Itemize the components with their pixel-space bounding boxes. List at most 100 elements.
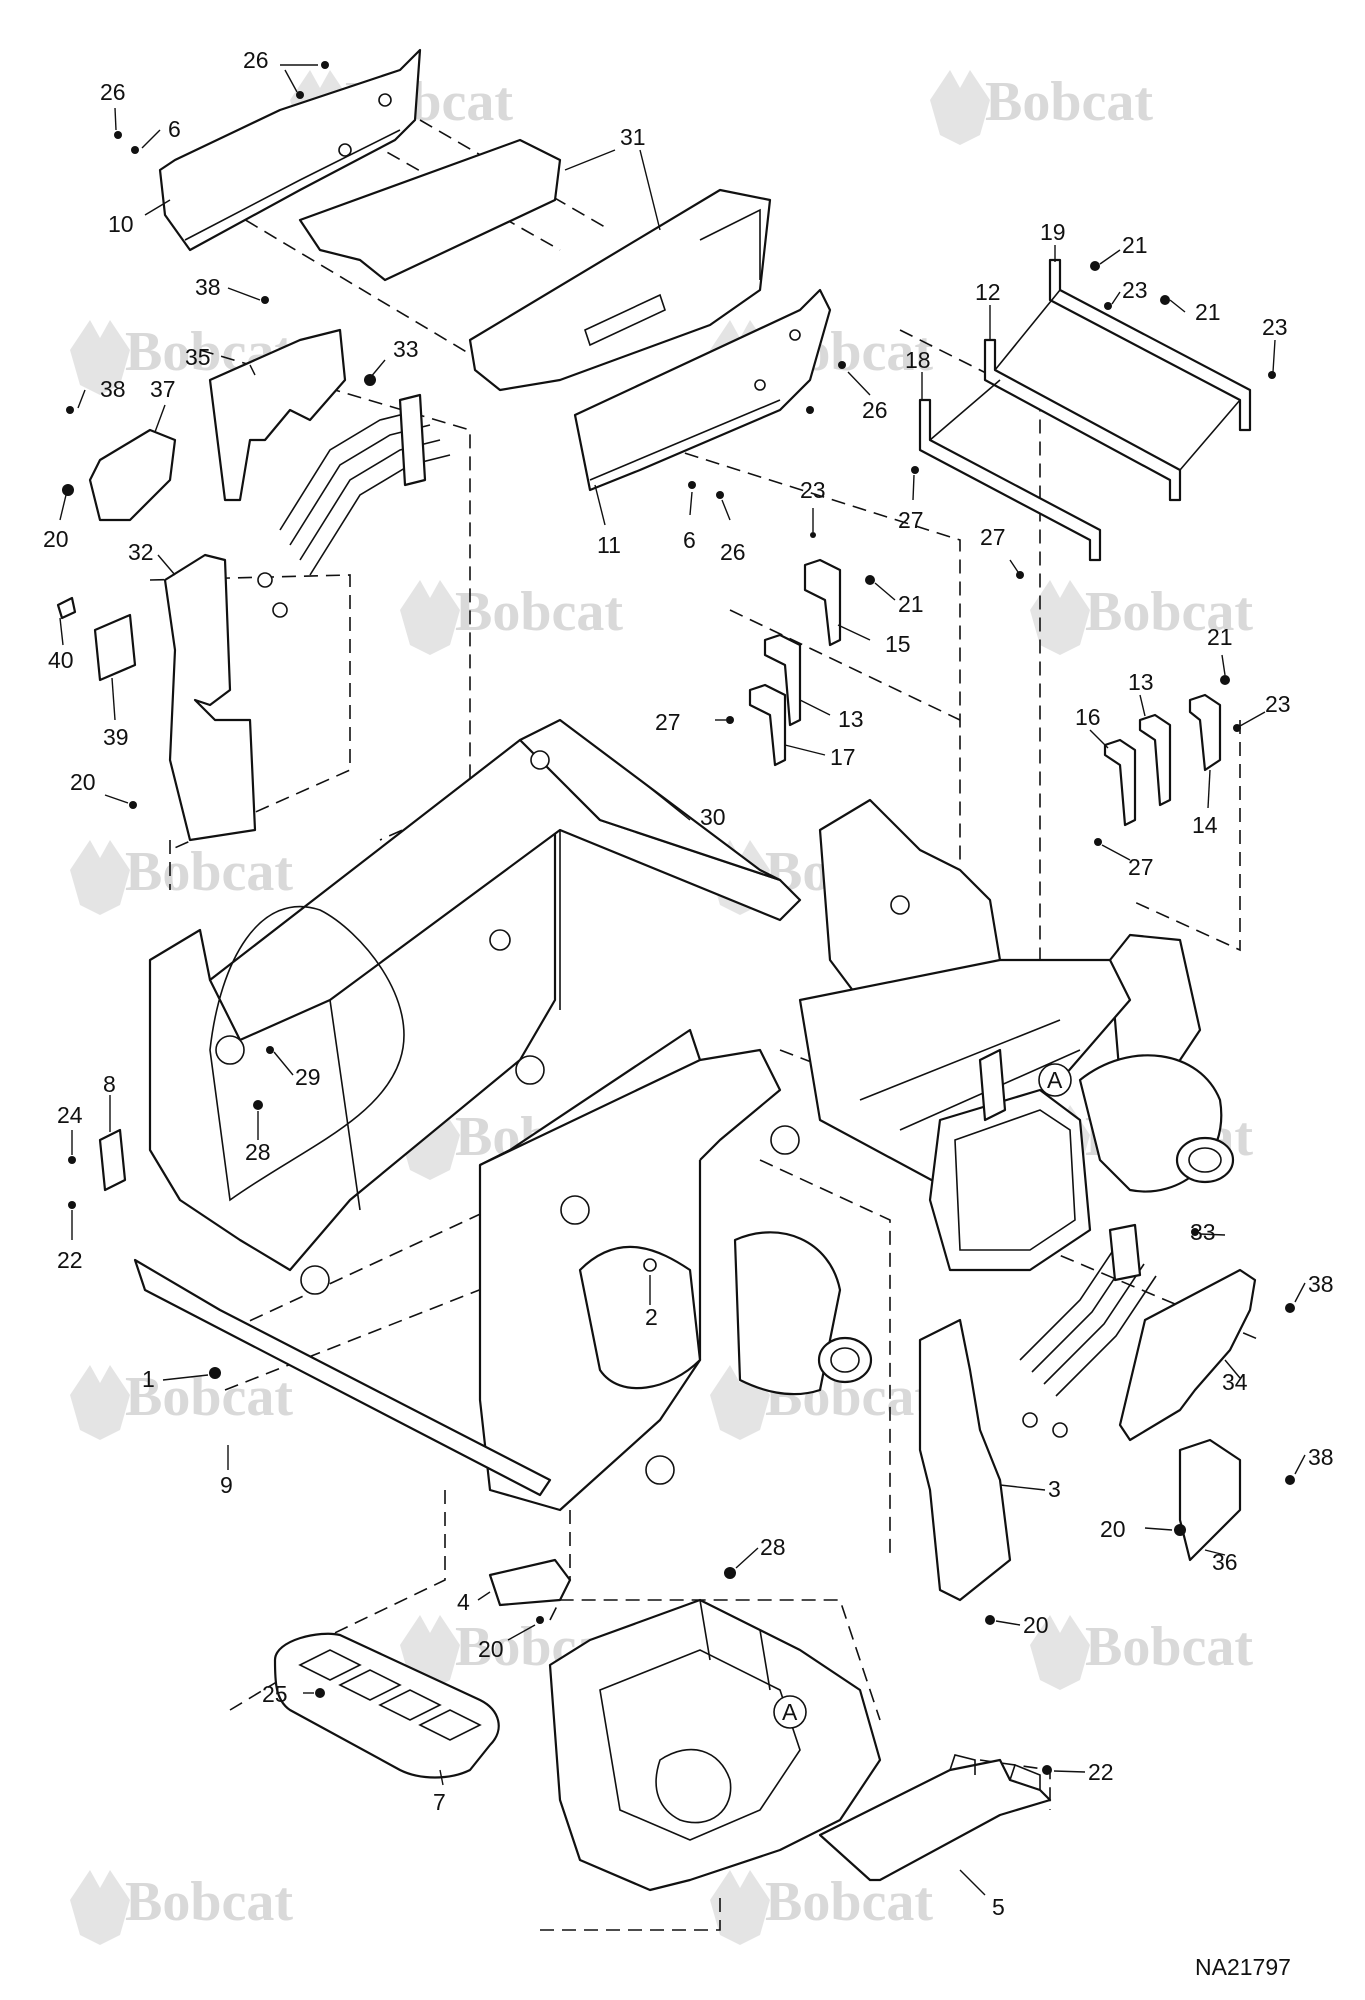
bracket-13-right xyxy=(1138,713,1172,807)
callout-label: 38 xyxy=(100,376,126,402)
watermark-logo: Bobcat xyxy=(400,580,623,655)
callout-label: 24 xyxy=(57,1102,83,1128)
leader-line xyxy=(1207,769,1211,809)
pivot-hole xyxy=(530,750,550,770)
callout-label: 39 xyxy=(103,724,129,750)
callout-label: 38 xyxy=(195,274,221,300)
belly-pan-7 xyxy=(273,1632,500,1779)
callout-label: 22 xyxy=(1088,1759,1114,1785)
leader-line xyxy=(154,404,166,433)
bracket-14 xyxy=(1188,693,1222,772)
assembly-line xyxy=(540,1890,721,1931)
bolt xyxy=(1285,1303,1295,1313)
lower-frame-inner xyxy=(599,1649,801,1841)
callout-label: 6 xyxy=(168,116,181,142)
leader-line xyxy=(477,1591,491,1601)
hydraulic-tube xyxy=(309,454,451,576)
assembly-line xyxy=(419,119,611,231)
bobcat-head-icon xyxy=(400,580,460,655)
assembly-line xyxy=(319,1490,446,1641)
right-side-parts xyxy=(918,1223,1257,1602)
leader-line xyxy=(77,389,86,409)
bottom-parts xyxy=(273,1558,1052,1882)
fitting xyxy=(272,602,288,618)
leader-line xyxy=(999,1484,1046,1491)
bolt xyxy=(1220,675,1230,685)
leader-line xyxy=(874,582,896,601)
callout-label: 20 xyxy=(70,769,96,795)
bolt xyxy=(315,1688,325,1698)
callout-label: 9 xyxy=(220,1472,233,1498)
pivot-hole xyxy=(890,895,910,915)
right-bracket-set xyxy=(1103,693,1222,827)
bolt xyxy=(66,406,74,414)
bolt xyxy=(68,1201,76,1209)
watermark-text: Bobcat xyxy=(1085,581,1253,643)
watermark-text: Bobcat xyxy=(125,841,293,903)
callout-label: 2 xyxy=(645,1304,658,1330)
leader-line xyxy=(104,794,129,804)
detail-marker-letter: A xyxy=(1047,1067,1063,1093)
leader-line xyxy=(912,474,915,501)
callout-label: 20 xyxy=(1100,1516,1126,1542)
leader-line xyxy=(507,1624,536,1641)
drawing-id: NA21797 xyxy=(1195,1954,1291,1980)
bolt xyxy=(810,532,816,538)
watermark-logo: Bobcat xyxy=(710,1870,933,1945)
leader-line xyxy=(1144,1527,1173,1531)
assembly-line xyxy=(759,1159,891,1560)
center-bracket-set xyxy=(748,558,842,767)
callout-label: 1 xyxy=(142,1366,155,1392)
line-clamp xyxy=(398,393,427,487)
detail-marker-circle xyxy=(1038,1063,1072,1097)
callout-label: 31 xyxy=(620,124,646,150)
leader-line xyxy=(959,1869,986,1896)
watermark-logo: Bobcat xyxy=(1030,1615,1253,1690)
leader-line xyxy=(1294,1454,1306,1475)
bolt xyxy=(253,1100,263,1110)
callout-label: 21 xyxy=(1122,232,1148,258)
axle-bore-rear xyxy=(1188,1147,1222,1173)
bracket-2 xyxy=(578,1245,702,1390)
leader-line xyxy=(144,199,171,216)
watermark-text: Bobcat xyxy=(765,1871,933,1933)
callout-label: 11 xyxy=(597,532,621,558)
shield-35 xyxy=(208,328,347,502)
detail-marker-circle xyxy=(773,1695,807,1729)
slot-hole xyxy=(643,1258,657,1272)
cover-plate-4 xyxy=(488,1558,572,1607)
belly-pan-cutout xyxy=(298,1649,482,1741)
pivot-hole xyxy=(515,1055,545,1085)
bolt xyxy=(1233,724,1241,732)
leader-line xyxy=(157,554,176,576)
callout-label: 13 xyxy=(838,706,864,732)
watermark-text: Bobcat xyxy=(985,71,1153,133)
bracket-18 xyxy=(918,398,1102,562)
callout-label: 10 xyxy=(108,211,134,237)
callout-label: 28 xyxy=(760,1534,786,1560)
bobcat-head-icon xyxy=(930,70,990,145)
leader-line xyxy=(227,287,261,301)
bolt xyxy=(114,131,122,139)
frame-inner-cutout xyxy=(209,905,405,1202)
watermark-text: Bobcat xyxy=(125,1366,293,1428)
side-panel-11 xyxy=(573,288,832,492)
callout-label: 26 xyxy=(862,397,888,423)
bolt xyxy=(1090,261,1100,271)
bobcat-head-icon xyxy=(1030,1615,1090,1690)
bracket-19 xyxy=(1048,258,1252,432)
leader-line xyxy=(639,149,661,231)
frame-inner-edge xyxy=(329,830,561,1211)
rear-bracket-assembly xyxy=(918,258,1252,562)
watermark-text: Bobcat xyxy=(1085,1616,1253,1678)
bolt xyxy=(68,1156,76,1164)
bolt xyxy=(1016,571,1024,579)
leader-line xyxy=(1111,291,1121,305)
watermark-logo: Bobcat xyxy=(930,70,1153,145)
mount-hole xyxy=(378,93,392,107)
leader-line xyxy=(1221,654,1226,676)
callout-label: 26 xyxy=(720,539,746,565)
hydraulic-tube xyxy=(1019,1239,1121,1361)
callout-label: 20 xyxy=(43,526,69,552)
hydraulic-tube xyxy=(1043,1263,1145,1385)
